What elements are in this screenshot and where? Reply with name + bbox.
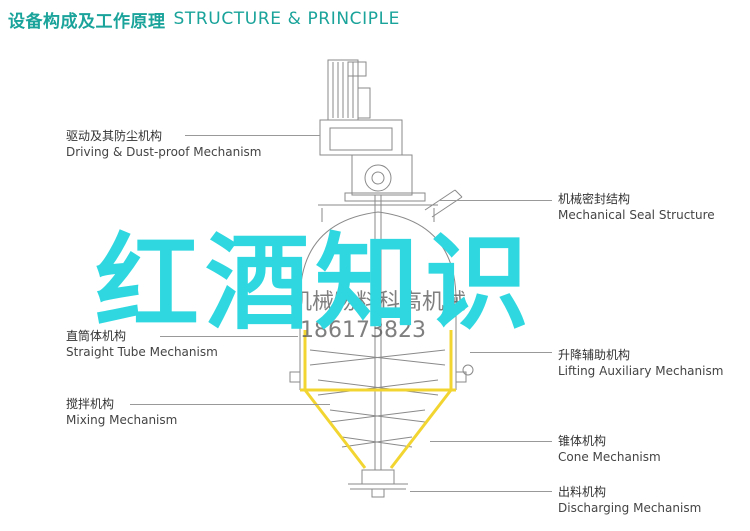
- leader-seal: [440, 200, 552, 201]
- overlay-title: 红酒知识: [95, 222, 536, 344]
- label-seal-zh: 机械密封结构: [558, 192, 631, 206]
- label-discharge-en: Discharging Mechanism: [558, 501, 702, 515]
- section-header: 设备构成及工作原理 STRUCTURE & PRINCIPLE: [8, 6, 400, 32]
- label-mixing-en: Mixing Mechanism: [66, 413, 178, 427]
- leader-straight: [160, 336, 298, 337]
- label-discharge-zh: 出料机构: [558, 485, 607, 499]
- label-mixing-zh: 搅拌机构: [66, 397, 115, 411]
- label-cone-en: Cone Mechanism: [558, 450, 661, 464]
- header-title-zh: 设备构成及工作原理: [8, 11, 166, 32]
- leader-cone: [430, 441, 552, 442]
- header-title-en: STRUCTURE & PRINCIPLE: [173, 9, 400, 29]
- leader-driving: [185, 135, 320, 136]
- watermark-line2: 186173823: [300, 318, 426, 343]
- leader-lifting: [470, 352, 552, 353]
- label-driving: 驱动及其防尘机构 Driving & Dust-proof Mechanism: [66, 128, 261, 160]
- label-seal-en: Mechanical Seal Structure: [558, 208, 715, 222]
- label-lifting-zh: 升降辅助机构: [558, 348, 631, 362]
- label-straight: 直筒体机构 Straight Tube Mechanism: [66, 328, 218, 360]
- label-straight-zh: 直筒体机构: [66, 329, 127, 343]
- leader-mixing: [130, 404, 330, 405]
- label-driving-zh: 驱动及其防尘机构: [66, 129, 163, 143]
- label-straight-en: Straight Tube Mechanism: [66, 345, 218, 359]
- label-cone: 锥体机构 Cone Mechanism: [558, 433, 661, 465]
- label-cone-zh: 锥体机构: [558, 434, 607, 448]
- label-mixing: 搅拌机构 Mixing Mechanism: [66, 396, 177, 428]
- label-seal: 机械密封结构 Mechanical Seal Structure: [558, 191, 715, 223]
- watermark-line1: 机械物料科高机械: [290, 290, 467, 315]
- leader-discharge: [410, 491, 552, 492]
- label-lifting-en: Lifting Auxiliary Mechanism: [558, 364, 724, 378]
- vessel-outline: [300, 330, 456, 469]
- label-discharge: 出料机构 Discharging Mechanism: [558, 484, 701, 516]
- label-driving-en: Driving & Dust-proof Mechanism: [66, 145, 262, 159]
- label-lifting: 升降辅助机构 Lifting Auxiliary Mechanism: [558, 347, 723, 379]
